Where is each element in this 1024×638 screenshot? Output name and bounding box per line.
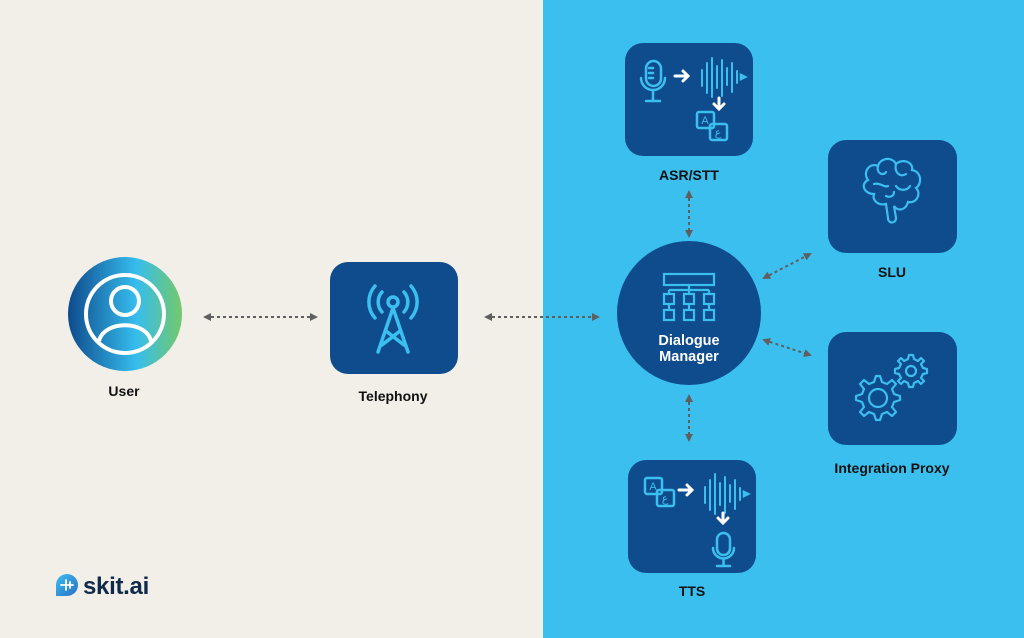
text-to-speech-icon [643, 473, 751, 568]
svg-text:A: A [701, 115, 709, 127]
speech-to-text-icon [639, 57, 748, 142]
edge-dialogue-slu [762, 253, 812, 279]
telephony-node [330, 262, 458, 374]
dialogue-manager-node [617, 241, 761, 385]
skit-logo: skit.ai [55, 573, 149, 601]
user-icon [84, 273, 166, 355]
antenna-tower-icon [367, 284, 419, 354]
svg-text:ع: ع [715, 127, 722, 139]
user-node [68, 257, 182, 371]
hierarchy-icon [662, 272, 716, 322]
edge-dialogue-integration [762, 338, 812, 357]
asr-label: ASR/STT [659, 167, 719, 183]
telephony-label: Telephony [358, 388, 428, 404]
svg-text:ع: ع [662, 493, 669, 505]
svg-text:A: A [649, 481, 657, 493]
slu-label: SLU [878, 264, 906, 280]
integration-proxy-label: Integration Proxy [834, 460, 950, 476]
logo-text: skit.ai [83, 573, 149, 600]
tts-label: TTS [678, 583, 706, 599]
skit-logo-icon [56, 574, 78, 596]
arrow-right-icon [677, 483, 730, 526]
user-label: User [108, 383, 140, 399]
asr-node [625, 43, 753, 156]
brain-icon [862, 157, 922, 224]
arrow-right-icon [673, 69, 726, 112]
dialogue-manager-label: Dialogue Manager [658, 333, 720, 365]
gears-icon [854, 353, 929, 422]
